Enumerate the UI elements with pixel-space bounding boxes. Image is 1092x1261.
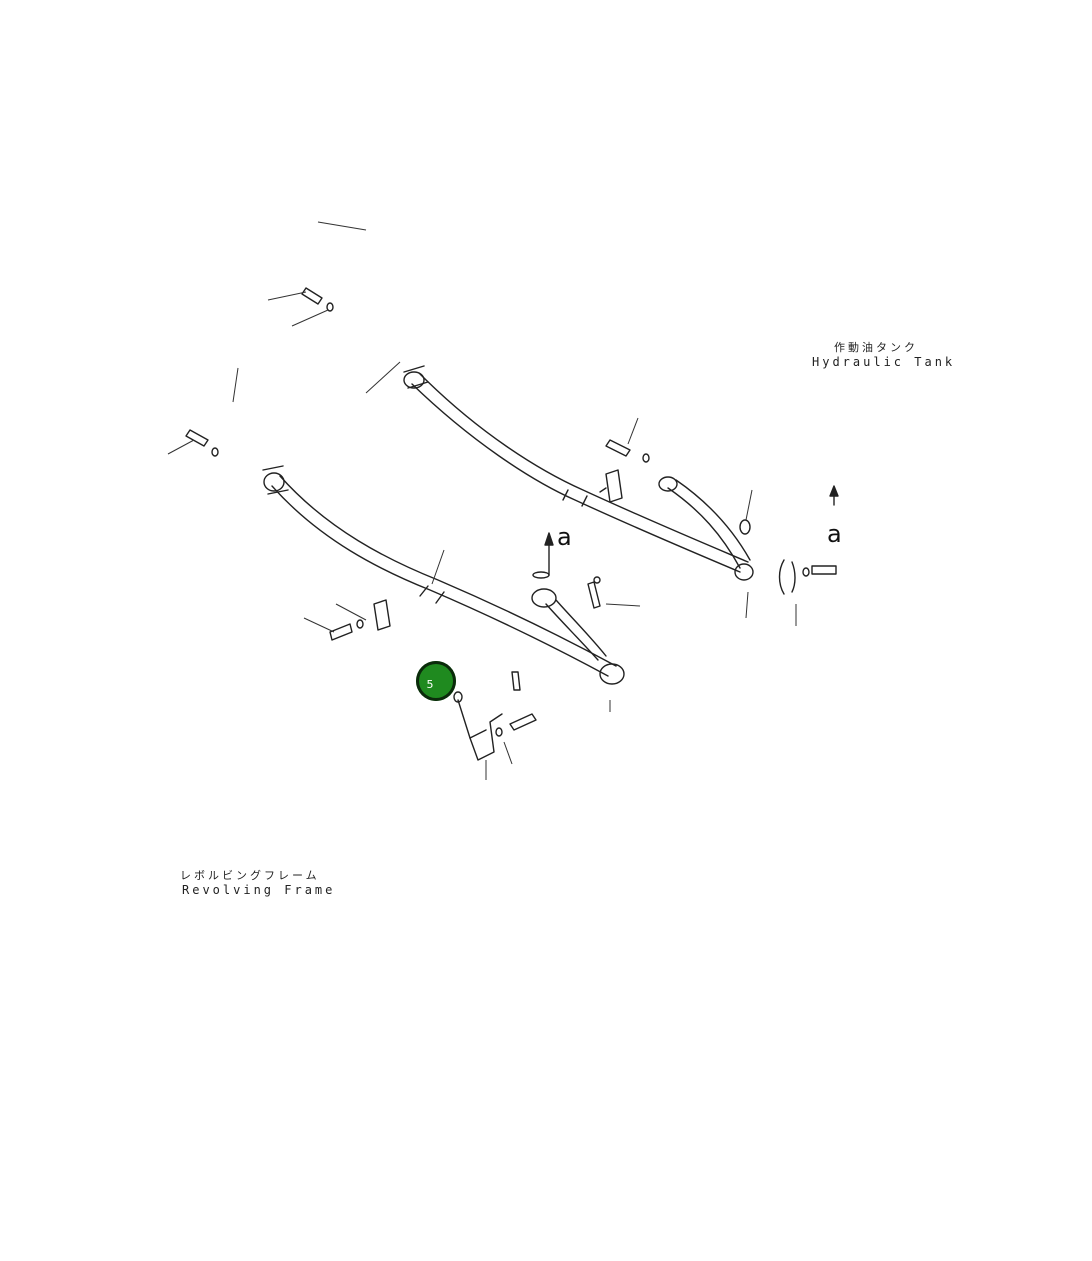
callout-5[interactable]: 5 (416, 661, 456, 701)
bolt-upper-middle (605, 439, 650, 463)
lower-clamp (373, 599, 391, 631)
revolving-frame-label-jp: レボルビングフレーム (180, 869, 320, 882)
bolt-middle (587, 576, 601, 609)
revolving-frame-label-en: Revolving Frame (182, 883, 336, 897)
hydraulic-tank-label-jp: 作動油タンク (834, 341, 918, 354)
upper-hose (403, 365, 749, 573)
bolt-left (185, 429, 219, 457)
view-arrow-right (829, 485, 839, 506)
bolt-right (778, 559, 837, 595)
bracket (453, 691, 503, 761)
view-a-label-left: a (557, 523, 572, 551)
hydraulic-tank-label-en: Hydraulic Tank (812, 355, 956, 369)
upper-clamp (599, 469, 623, 503)
leader-lines (167, 221, 797, 780)
view-arrow-left (544, 532, 554, 576)
middle-fitting (531, 571, 607, 661)
bolt-top-left (301, 287, 334, 312)
bolt-lower-left (329, 619, 364, 641)
bolt-bracket (509, 671, 537, 731)
lower-hose (262, 465, 625, 685)
callout-5-number: 5 (426, 677, 434, 691)
upper-hose-right-branch (658, 476, 754, 581)
view-a-label-right: a (827, 520, 842, 548)
